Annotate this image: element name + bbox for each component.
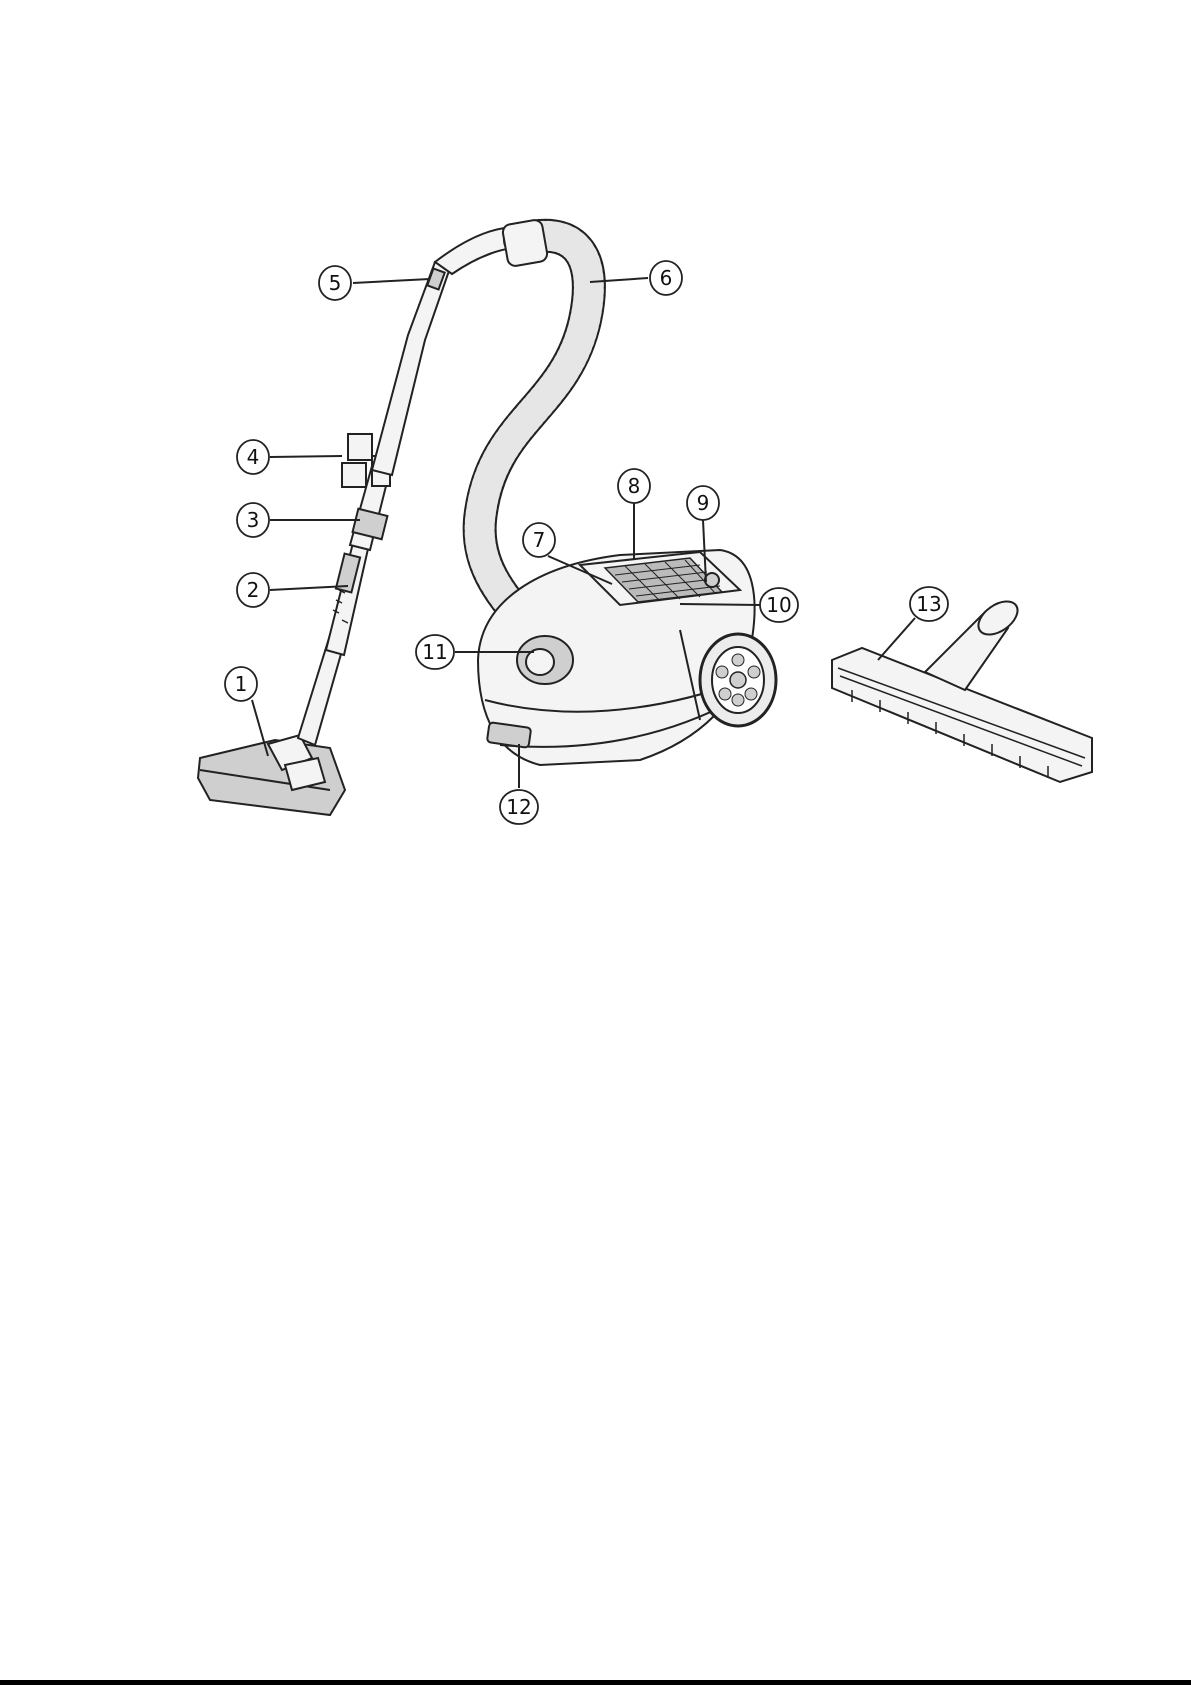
callout-11: 11 <box>416 635 454 669</box>
callout-3: 3 <box>237 503 269 537</box>
svg-text:8: 8 <box>628 474 641 498</box>
svg-text:9: 9 <box>697 491 710 515</box>
callout-8: 8 <box>618 469 650 503</box>
telescopic-tube <box>298 466 390 745</box>
callout-1: 1 <box>225 667 257 701</box>
svg-text:1: 1 <box>235 672 248 696</box>
callout-13: 13 <box>910 587 948 621</box>
cord-rewind-button[interactable] <box>705 573 719 587</box>
callout-4: 4 <box>237 440 269 474</box>
svg-text:12: 12 <box>506 795 531 819</box>
callout-2: 2 <box>237 573 269 607</box>
svg-text:3: 3 <box>247 508 260 532</box>
main-unit <box>478 550 776 765</box>
callout-7: 7 <box>523 523 555 557</box>
callout-10: 10 <box>760 588 798 622</box>
svg-text:2: 2 <box>247 578 260 602</box>
floor-nozzle <box>198 735 345 815</box>
callout-6: 6 <box>650 261 682 295</box>
svg-text:6: 6 <box>660 266 673 290</box>
callout-9: 9 <box>687 486 719 520</box>
rear-wheel <box>700 634 776 726</box>
parquet-brush <box>832 595 1092 782</box>
svg-text:7: 7 <box>533 528 546 552</box>
page-bottom-border <box>0 1680 1191 1685</box>
callout-12: 12 <box>500 790 538 824</box>
svg-text:5: 5 <box>329 271 342 295</box>
svg-text:13: 13 <box>916 592 941 616</box>
callout-5: 5 <box>319 266 351 300</box>
svg-text:10: 10 <box>766 593 791 617</box>
svg-text:11: 11 <box>422 640 447 664</box>
svg-text:4: 4 <box>247 445 260 469</box>
